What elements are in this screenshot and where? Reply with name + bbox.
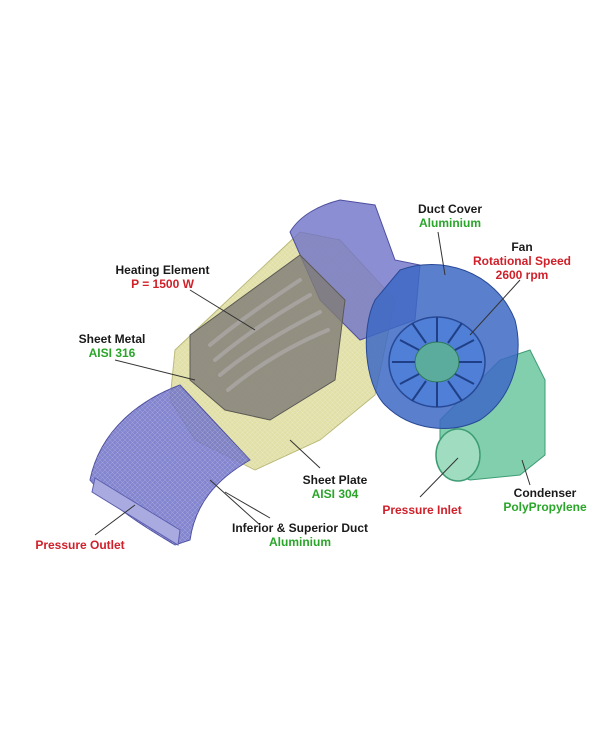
duct-cover-label: Duct Cover Aluminium xyxy=(410,202,490,230)
fan-speed-label: Rotational Speed xyxy=(472,254,571,268)
fan-name: Fan xyxy=(511,240,533,254)
sheet-metal-name: Sheet Metal xyxy=(78,332,146,346)
fan-blades xyxy=(392,317,482,407)
duct-cover-name: Duct Cover xyxy=(417,202,482,216)
pressure-outlet-name: Pressure Outlet xyxy=(35,538,125,552)
fan-speed-value: 2600 rpm xyxy=(495,268,549,282)
pressure-inlet-name: Pressure Inlet xyxy=(382,503,462,517)
heating-element-label: Heating Element P = 1500 W xyxy=(105,263,220,291)
condenser-name: Condenser xyxy=(513,486,577,500)
sheet-plate-name: Sheet Plate xyxy=(302,473,368,487)
sheet-metal-label: Sheet Metal AISI 316 xyxy=(62,332,162,360)
fan-hub xyxy=(414,341,460,383)
duct-label: Inferior & Superior Duct Aluminium xyxy=(220,521,380,549)
pressure-inlet-label: Pressure Inlet xyxy=(372,503,472,517)
sheet-metal-material: AISI 316 xyxy=(88,346,136,360)
fan-label: Fan Rotational Speed 2600 rpm xyxy=(463,240,581,282)
pressure-outlet-rim xyxy=(91,477,181,546)
condenser-material: PolyPropylene xyxy=(503,500,587,514)
heating-element-name: Heating Element xyxy=(115,263,210,277)
sheet-plate-material: AISI 304 xyxy=(311,487,359,501)
duct-cover-material: Aluminium xyxy=(419,216,481,230)
duct-material: Aluminium xyxy=(269,535,331,549)
pressure-outlet-label: Pressure Outlet xyxy=(15,538,145,552)
heating-element-power: P = 1500 W xyxy=(131,277,194,291)
duct-name: Inferior & Superior Duct xyxy=(231,521,368,535)
condenser-label: Condenser PolyPropylene xyxy=(493,486,597,514)
leader-lines xyxy=(94,231,531,536)
pressure-inlet-opening xyxy=(435,428,481,482)
sheet-plate-label: Sheet Plate AISI 304 xyxy=(290,473,380,501)
heating-coil xyxy=(208,278,330,392)
